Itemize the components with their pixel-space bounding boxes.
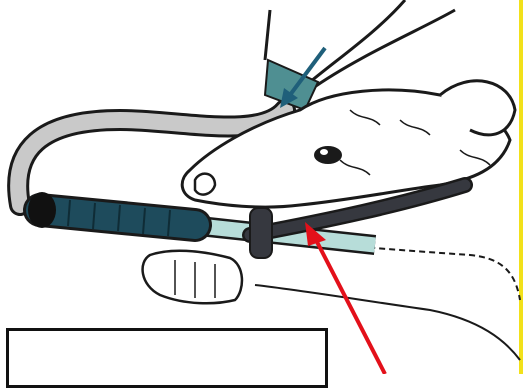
- pointer-arrow-icon: [305, 222, 387, 374]
- corrugated-tube: [26, 196, 209, 239]
- rat-nose: [193, 172, 217, 196]
- body-lower-outline: [254, 284, 521, 361]
- tube-connector: [249, 207, 273, 259]
- gray-tube: [10, 102, 293, 213]
- frame-line-outer: [309, 8, 456, 92]
- dark-tubing: [244, 179, 471, 241]
- paw-toes: [174, 260, 216, 298]
- body-dashed-outline: [259, 234, 521, 301]
- rat-eye: [314, 146, 342, 164]
- tube-end-cap: [28, 192, 56, 228]
- diagram-canvas: [6, 0, 523, 388]
- right-edge-stripe: [519, 0, 523, 374]
- animal-intubation-illustration: [7, 0, 523, 374]
- caption-text: [9, 331, 325, 343]
- corrugation-ribs: [67, 199, 171, 237]
- rat-paw: [141, 249, 244, 305]
- frame-line-left: [263, 9, 272, 61]
- caption-box: [6, 328, 328, 388]
- fur-strokes: [339, 109, 491, 176]
- down-arrow-icon: [280, 46, 327, 108]
- rat-ear: [439, 79, 517, 137]
- eye-highlight: [320, 149, 328, 155]
